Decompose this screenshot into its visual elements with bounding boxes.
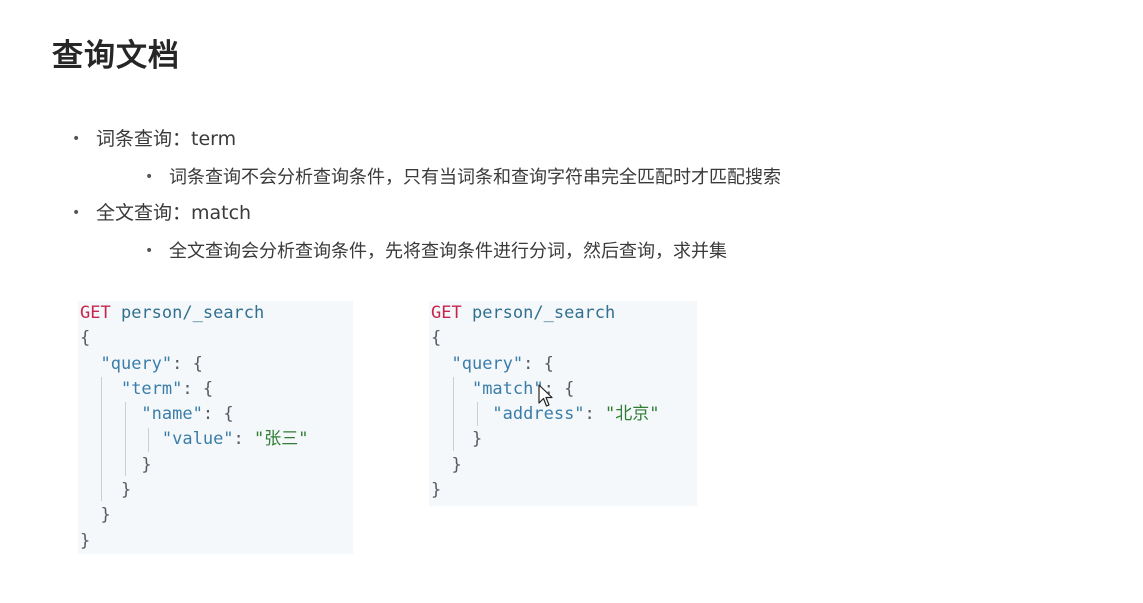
code-line: "match": { <box>431 377 697 402</box>
code-line: "term": { <box>80 377 353 402</box>
brace: } <box>141 454 152 475</box>
code-line: } <box>80 453 353 478</box>
brace: { <box>431 328 442 349</box>
bullet-dot: • <box>72 205 81 221</box>
indent-guide <box>101 377 102 501</box>
code-line: } <box>431 453 697 478</box>
punct: : { <box>202 404 234 425</box>
code-line-request: GET person/_search <box>431 301 697 326</box>
request-path: person/_search <box>120 303 265 323</box>
brace: { <box>80 328 91 349</box>
indent-guide <box>148 428 149 452</box>
brace: } <box>80 530 91 551</box>
slide-title: 查询文档 <box>52 38 180 74</box>
punct: : { <box>523 353 554 374</box>
punct: : <box>233 429 255 450</box>
brace: } <box>100 505 111 526</box>
bullet-dot: • <box>145 169 154 185</box>
code-line-request: GET person/_search <box>80 301 353 326</box>
code-line: { <box>80 326 353 351</box>
indent-guide <box>125 402 126 476</box>
bullet-match-label: 全文查询：match <box>96 202 252 224</box>
code-line: "name": { <box>80 402 353 427</box>
brace: } <box>471 429 483 450</box>
json-key: "query" <box>451 353 524 374</box>
punct: : <box>584 404 606 425</box>
brace: } <box>431 480 442 501</box>
bullet-match: • 全文查询：match <box>72 201 251 225</box>
json-key: "term" <box>120 378 183 399</box>
bullet-dot: • <box>72 131 81 147</box>
bullet-term-label: 词条查询：term <box>96 128 237 150</box>
bullet-term: • 词条查询：term <box>72 127 236 151</box>
bullet-match-desc: • 全文查询会分析查询条件，先将查询条件进行分词，然后查询，求并集 <box>145 239 727 264</box>
json-key: "match" <box>471 378 544 399</box>
request-path: person/_search <box>471 303 616 323</box>
code-line: "address": "北京" <box>431 402 697 427</box>
http-method: GET <box>80 303 111 323</box>
code-line: "value": "张三" <box>80 427 353 452</box>
brace: } <box>120 480 132 501</box>
bullet-term-desc-label: 词条查询不会分析查询条件，只有当词条和查询字符串完全匹配时才匹配搜索 <box>169 167 781 188</box>
json-key: "name" <box>141 404 203 425</box>
code-line: } <box>431 478 697 503</box>
json-key: "query" <box>100 353 173 374</box>
json-key: "value" <box>161 429 234 450</box>
indent-guide <box>453 377 454 451</box>
bullet-match-desc-label: 全文查询会分析查询条件，先将查询条件进行分词，然后查询，求并集 <box>169 241 727 262</box>
code-block-match: GET person/_search { "query": { "match":… <box>429 301 697 506</box>
json-string: "北京" <box>605 404 660 425</box>
code-line: } <box>80 529 353 554</box>
code-line: { <box>431 326 697 351</box>
json-key: "address" <box>492 404 585 425</box>
code-line: "query": { <box>80 352 353 377</box>
punct: : { <box>172 353 203 374</box>
json-string: "张三" <box>254 429 309 450</box>
code-line: } <box>431 427 697 452</box>
code-line: } <box>80 478 353 503</box>
code-line: } <box>80 503 353 528</box>
punct: : { <box>543 378 575 399</box>
code-line: "query": { <box>431 352 697 377</box>
mouse-pointer-icon <box>538 384 553 407</box>
bullet-dot: • <box>145 243 154 259</box>
bullet-term-desc: • 词条查询不会分析查询条件，只有当词条和查询字符串完全匹配时才匹配搜索 <box>145 165 781 190</box>
brace: } <box>451 454 462 475</box>
http-method: GET <box>431 303 462 323</box>
punct: : { <box>182 378 214 399</box>
code-block-term: GET person/_search { "query": { "term": … <box>78 301 353 554</box>
indent-guide <box>477 402 478 426</box>
